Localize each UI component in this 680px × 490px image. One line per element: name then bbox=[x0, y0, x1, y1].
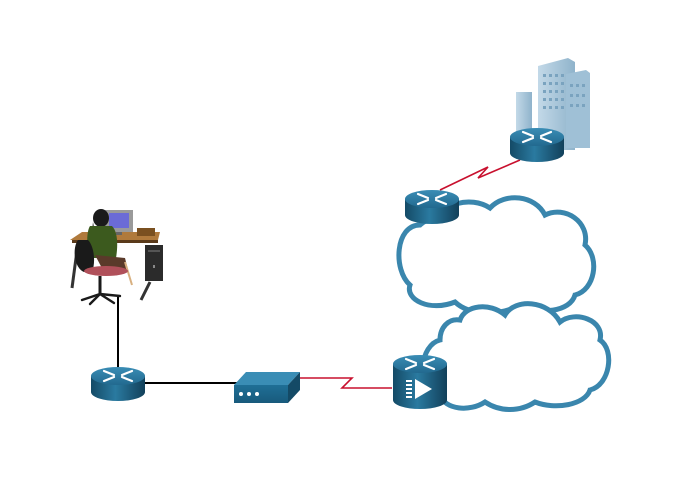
wan-cloud-lower bbox=[420, 301, 612, 412]
hq-router-icon[interactable] bbox=[508, 126, 566, 164]
serial-link-modem-to-isp-router bbox=[300, 377, 392, 389]
isp-router-firewall-icon[interactable] bbox=[393, 355, 447, 409]
wan-router-icon[interactable] bbox=[403, 188, 461, 226]
user-workstation-icon[interactable] bbox=[70, 209, 163, 306]
home-router-icon[interactable] bbox=[89, 365, 147, 403]
wan-cloud-upper bbox=[396, 195, 597, 316]
modem-icon[interactable] bbox=[234, 372, 300, 403]
serial-link-wan-router-to-hq-router bbox=[439, 159, 521, 191]
